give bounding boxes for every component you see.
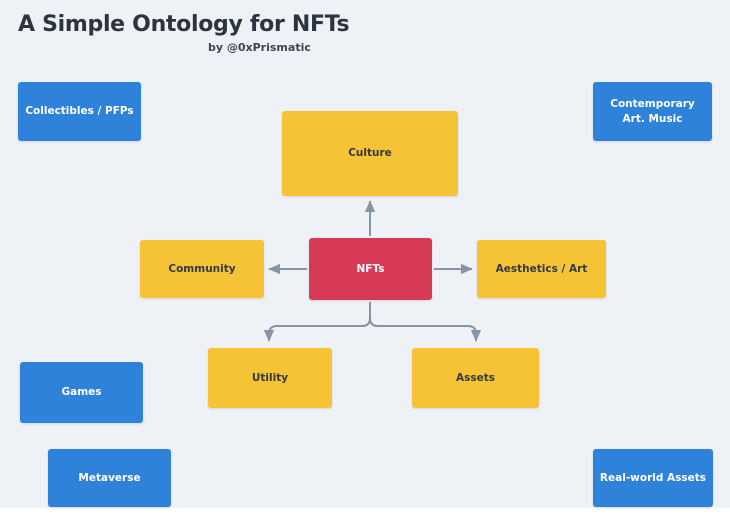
edge-nfts-to-utility — [263, 302, 371, 342]
node-nfts[interactable]: NFTs — [309, 238, 432, 300]
node-assets[interactable]: Assets — [412, 348, 539, 408]
node-community[interactable]: Community — [140, 240, 264, 298]
node-collectibles[interactable]: Collectibles / PFPs — [18, 82, 141, 141]
node-aesthetics[interactable]: Aesthetics / Art — [477, 240, 606, 298]
node-culture[interactable]: Culture — [282, 111, 458, 196]
node-realworld[interactable]: Real-world Assets — [593, 449, 713, 507]
page-subtitle: by @0xPrismatic — [208, 41, 311, 54]
page-title: A Simple Ontology for NFTs — [18, 12, 350, 37]
diagram-canvas: A Simple Ontology for NFTs by @0xPrismat… — [0, 0, 730, 508]
node-contemporary[interactable]: Contemporary Art. Music — [593, 82, 712, 141]
edge-nfts-to-assets — [369, 302, 482, 342]
node-games[interactable]: Games — [20, 362, 143, 423]
node-utility[interactable]: Utility — [208, 348, 332, 408]
node-metaverse[interactable]: Metaverse — [48, 449, 171, 507]
